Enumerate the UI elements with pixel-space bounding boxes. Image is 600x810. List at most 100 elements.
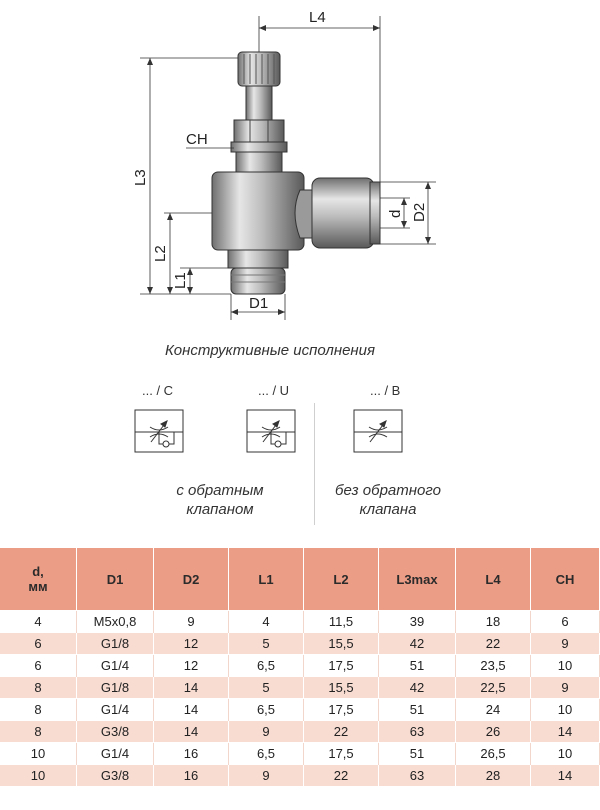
col-header-l4: L4 <box>455 548 531 611</box>
dim-l1: L1 <box>172 272 189 289</box>
table-cell: 63 <box>378 764 456 786</box>
table-cell: 39 <box>378 610 456 633</box>
table-cell: G1/4 <box>76 698 154 721</box>
table-cell: 9 <box>530 632 600 655</box>
table-cell: 4 <box>0 610 77 633</box>
table-cell: 15,5 <box>303 632 379 655</box>
variant-code-c: ... / C <box>142 383 174 398</box>
table-cell: 17,5 <box>303 742 379 765</box>
table-cell: 14 <box>530 764 600 786</box>
table-cell: 9 <box>228 720 304 743</box>
table-cell: 11,5 <box>303 610 379 633</box>
table-cell: 22,5 <box>455 676 531 699</box>
table-cell: 22 <box>303 764 379 786</box>
table-cell: 16 <box>153 764 229 786</box>
table-cell: 16 <box>153 742 229 765</box>
col-header-l3max: L3max <box>378 548 456 611</box>
table-cell: 15,5 <box>303 676 379 699</box>
table-cell: M5x0,8 <box>76 610 154 633</box>
table-cell: 17,5 <box>303 654 379 677</box>
table-cell: 6,5 <box>228 742 304 765</box>
variants-caption: Конструктивные исполнения <box>164 342 376 359</box>
table-cell: G1/8 <box>76 632 154 655</box>
dim-l3: L3 <box>132 169 149 186</box>
table-cell: G3/8 <box>76 720 154 743</box>
table-cell: 14 <box>530 720 600 743</box>
table-cell: 22 <box>303 720 379 743</box>
table-cell: 28 <box>455 764 531 786</box>
table-cell: 14 <box>153 676 229 699</box>
variant-desc-line2: клапаном <box>186 501 254 518</box>
table-cell: 18 <box>455 610 531 633</box>
col-header-ch: CH <box>530 548 600 611</box>
push-fitting <box>294 177 381 249</box>
table-header-row: d, мм D1 D2 L1 L2 L3max L4 CH <box>0 548 600 611</box>
knob <box>237 51 281 87</box>
table-cell: 6 <box>0 632 77 655</box>
table-cell: 63 <box>378 720 456 743</box>
table-cell: 10 <box>0 742 77 765</box>
variant-desc-without-check: без обратного клапана <box>318 481 458 519</box>
dim-d: d <box>387 210 404 218</box>
col-header-d1: D1 <box>76 548 154 611</box>
variant-symbols <box>134 409 403 453</box>
dim-d2: D2 <box>411 203 428 222</box>
table-cell: G1/4 <box>76 742 154 765</box>
hex-nut <box>230 119 288 173</box>
variant-code-b: ... / B <box>370 383 401 398</box>
table-cell: G1/4 <box>76 654 154 677</box>
table-cell: 12 <box>153 632 229 655</box>
table-cell: 26,5 <box>455 742 531 765</box>
symbol-b <box>353 409 403 453</box>
table-cell: 8 <box>0 676 77 699</box>
variant-desc-line1: без обратного <box>335 482 441 499</box>
table-cell: 17,5 <box>303 698 379 721</box>
variant-separator <box>314 403 315 525</box>
table-cell: 5 <box>228 676 304 699</box>
table-cell: 10 <box>0 764 77 786</box>
table-cell: 10 <box>530 742 600 765</box>
table-cell: 9 <box>153 610 229 633</box>
variant-desc-line2: клапана <box>359 501 417 518</box>
dim-l2: L2 <box>152 245 169 262</box>
symbol-u <box>246 409 296 453</box>
table-cell: G1/8 <box>76 676 154 699</box>
table-cell: 42 <box>378 676 456 699</box>
table-cell: 8 <box>0 698 77 721</box>
symbol-c <box>134 409 184 453</box>
table-cell: 24 <box>455 698 531 721</box>
table-cell: 23,5 <box>455 654 531 677</box>
table-cell: 51 <box>378 654 456 677</box>
col-header-d: d, мм <box>0 548 77 611</box>
table-cell: 6,5 <box>228 698 304 721</box>
table-cell: 8 <box>0 720 77 743</box>
table-cell: 26 <box>455 720 531 743</box>
col-header-d2: D2 <box>153 548 229 611</box>
col-header-l1: L1 <box>228 548 304 611</box>
thread <box>227 249 289 295</box>
table-cell: 6,5 <box>228 654 304 677</box>
table-cell: 14 <box>153 720 229 743</box>
dim-d1: D1 <box>249 295 268 312</box>
variant-desc-with-check: с обратным клапаном <box>150 481 290 519</box>
table-cell: 6 <box>0 654 77 677</box>
valve-drawing: L4 L3 CH L2 L1 D1 d D2 <box>132 9 436 320</box>
table-cell: 5 <box>228 632 304 655</box>
table-cell: 6 <box>530 610 600 633</box>
table-cell: 51 <box>378 742 456 765</box>
table-cell: 51 <box>378 698 456 721</box>
table-cell: 42 <box>378 632 456 655</box>
dim-l4: L4 <box>309 9 326 26</box>
table-cell: G3/8 <box>76 764 154 786</box>
valve-body <box>211 171 305 251</box>
